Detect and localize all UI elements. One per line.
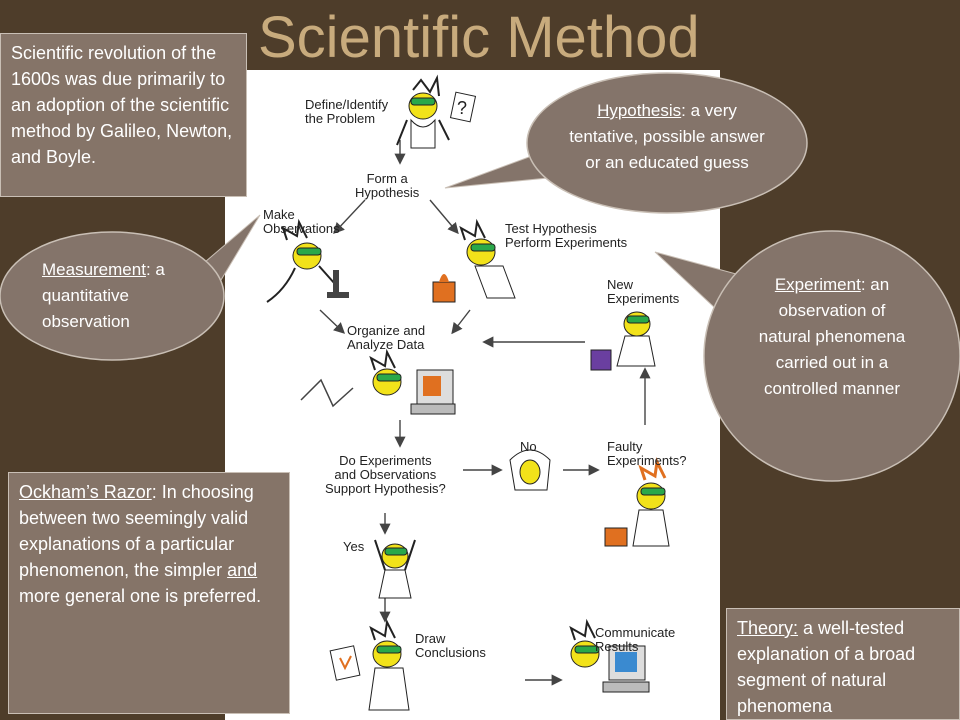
frustrated-scientist-icon <box>604 457 670 547</box>
revolution-note: Scientific revolution of the 1600s was d… <box>0 33 247 197</box>
no-label: No <box>520 439 537 454</box>
communicate-scientist-icon <box>569 618 650 693</box>
ockham-razor-note: Ockham’s Razor: In choosing between two … <box>8 472 290 714</box>
flow-arrows <box>319 140 651 686</box>
question-mark: ? <box>457 98 467 118</box>
experiment-definition: Experiment: an observation of natural ph… <box>758 275 906 398</box>
theory-note: Theory: a well-tested explanation of a b… <box>726 608 960 720</box>
yes-label: Yes <box>343 539 365 554</box>
flowchart-art: ? <box>266 74 670 711</box>
data-analyst-icon <box>300 348 456 415</box>
page-title: Scientific Method <box>258 5 700 70</box>
happy-scientist-icon <box>374 539 416 599</box>
hypothesis-definition: Hypothesis: a very tentative, possible a… <box>569 101 765 172</box>
microscope-scientist-icon <box>266 218 349 303</box>
conclusion-scientist-icon <box>329 618 410 711</box>
new-experiment-scientist-icon <box>590 311 656 371</box>
scientist-define-icon: ? <box>396 74 477 149</box>
measurement-definition: Measurement: a quantitative observation <box>42 260 165 331</box>
experiment-scientist-icon <box>432 218 516 303</box>
confused-scientist-icon <box>509 449 551 491</box>
